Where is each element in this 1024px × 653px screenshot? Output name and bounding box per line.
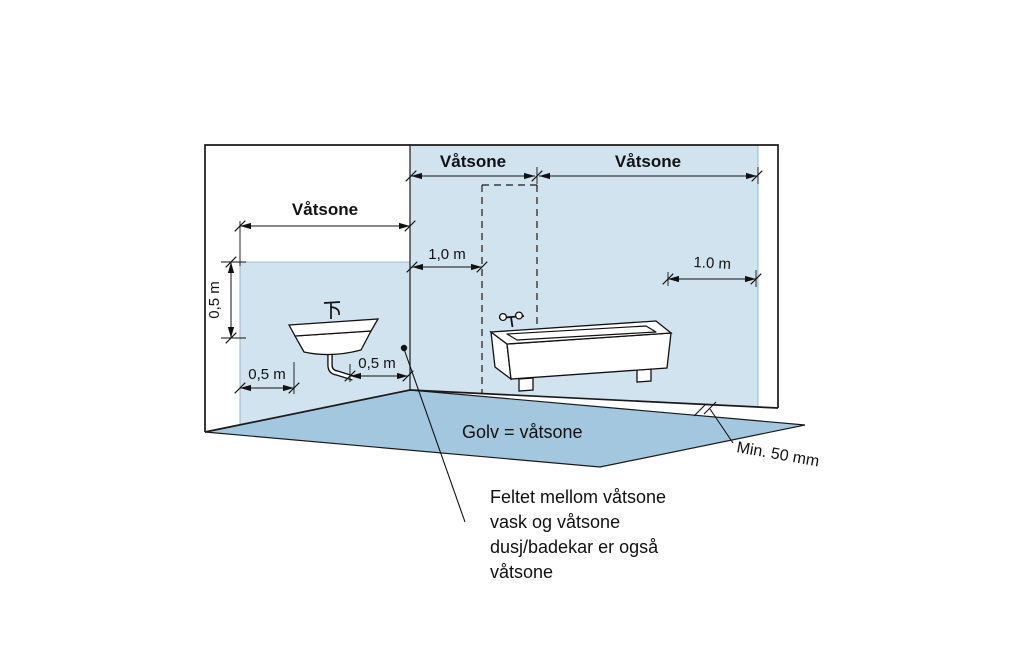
- note-text: Feltet mellom våtsone vask og våtsone du…: [490, 487, 666, 582]
- note-line-3: dusj/badekar er også: [490, 537, 659, 557]
- note-line-4: våtsone: [490, 562, 553, 582]
- bathtub-inner-rim: [506, 325, 657, 341]
- dim-label-sink-left: 0,5 m: [248, 366, 286, 383]
- zone-label-tub: Våtsone: [615, 152, 681, 171]
- dim-label-tub-clearance: 1.0 m: [693, 254, 731, 273]
- note-leader-dot: [400, 344, 408, 352]
- note-line-1: Feltet mellom våtsone: [490, 487, 666, 507]
- sink-rim: [287, 318, 380, 337]
- sink-trap-pipe: [328, 350, 354, 380]
- shower-outline-dashed: [481, 184, 538, 393]
- dim-label-shower-width: 1,0 m: [428, 246, 466, 263]
- zone-label-shower: Våtsone: [440, 152, 506, 171]
- dimension-graphics: [221, 167, 763, 417]
- dim-label-sink-right: 0,5 m: [358, 355, 396, 372]
- bathtub-faucet-icon: [498, 311, 525, 328]
- min-distance-leader-line: [709, 408, 734, 444]
- room-outline: [204, 144, 779, 433]
- bathtub-drawing: [489, 311, 673, 392]
- bathtub-foot-right: [636, 368, 652, 383]
- leader-lines: [400, 344, 734, 523]
- zone-label-left-wall: Våtsone: [292, 200, 358, 219]
- sink-faucet-icon: [323, 301, 341, 319]
- floor-label: Golv = våtsone: [462, 422, 583, 442]
- note-line-2: vask og våtsone: [490, 512, 620, 532]
- dim-label-height-left: 0,5 m: [206, 281, 223, 319]
- sink-drawing: [287, 301, 380, 381]
- note-leader-line: [403, 348, 466, 523]
- sink-basin: [293, 330, 373, 356]
- bathtub-foot-left: [518, 377, 534, 392]
